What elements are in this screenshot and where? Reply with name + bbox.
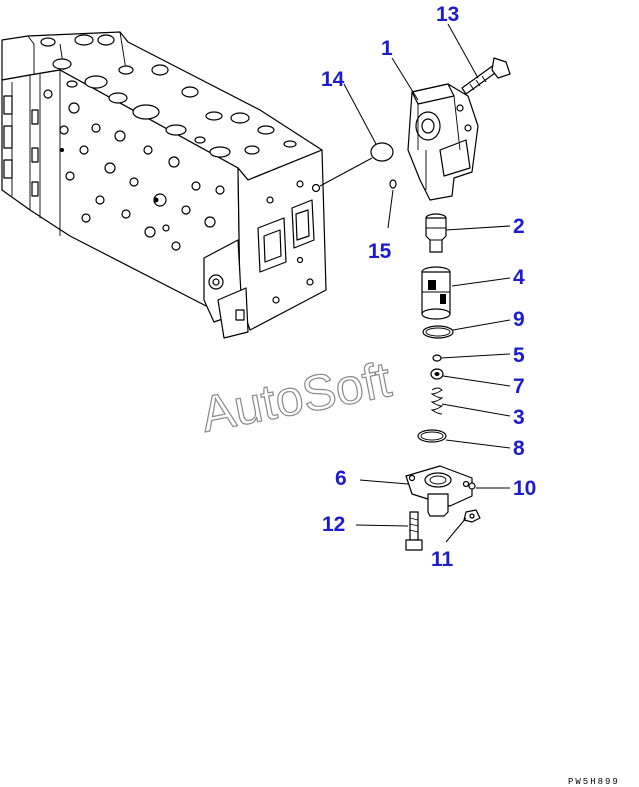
part-2-spool <box>425 213 511 253</box>
part-4-sleeve <box>421 266 511 320</box>
part-10-o-ring <box>468 482 510 490</box>
callout-6: 6 <box>335 467 347 490</box>
part-15-small-o-ring <box>387 179 397 229</box>
part-13-bolt <box>447 23 511 95</box>
callout-8: 8 <box>513 437 525 460</box>
part-8-o-ring <box>417 429 511 449</box>
callout-10: 10 <box>513 477 536 500</box>
callout-1: 1 <box>381 37 393 60</box>
part-11-plug <box>445 509 481 543</box>
part-1-valve-section <box>391 57 479 201</box>
drawing-code: PW5H899 <box>568 777 620 787</box>
callout-13: 13 <box>436 3 459 26</box>
callout-15: 15 <box>368 240 392 263</box>
callout-11: 11 <box>431 548 454 571</box>
part-14-o-ring <box>319 83 394 187</box>
watermark-text: AutoSoft <box>196 351 395 443</box>
part-6-cover <box>359 465 473 517</box>
part-12-bolt <box>355 511 423 551</box>
part-5-ring <box>432 353 511 362</box>
callout-4: 4 <box>513 266 525 289</box>
callout-3: 3 <box>513 406 525 429</box>
control-valve-body <box>1 31 327 339</box>
part-9-o-ring <box>422 319 511 339</box>
callout-12: 12 <box>322 513 345 536</box>
part-3-spring <box>430 387 511 417</box>
callout-7: 7 <box>513 375 525 398</box>
callout-14: 14 <box>321 68 345 91</box>
callout-5: 5 <box>513 344 525 367</box>
part-7-seat <box>430 368 511 387</box>
callout-2: 2 <box>513 215 525 238</box>
callout-labels: 13 1 14 2 15 4 9 5 7 3 8 6 10 12 11 <box>321 3 536 571</box>
callout-9: 9 <box>513 308 525 331</box>
